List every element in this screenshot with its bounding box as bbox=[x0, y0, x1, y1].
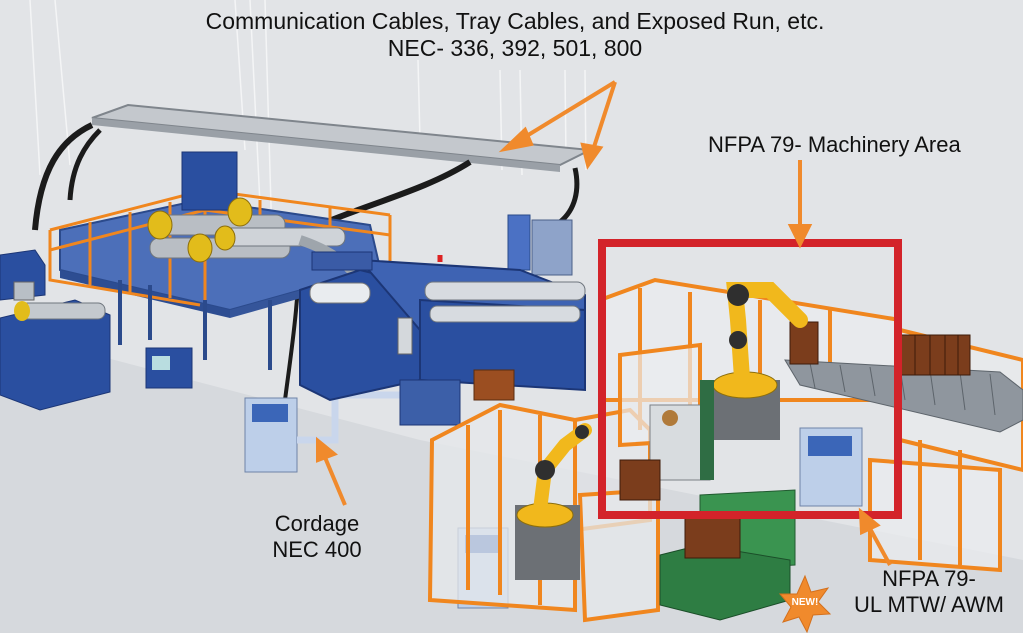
cable-types-callout: Communication Cables, Tray Cables, and E… bbox=[120, 8, 910, 62]
control-panels bbox=[145, 214, 863, 609]
cable-types-line2: NEC- 336, 392, 501, 800 bbox=[387, 35, 643, 62]
green-machine bbox=[659, 489, 796, 621]
new-badge-text: NEW! bbox=[791, 597, 819, 608]
ul-line1: NFPA 79- bbox=[882, 566, 976, 591]
ul-callout: NFPA 79- UL MTW/ AWM bbox=[836, 566, 1022, 618]
inner-machine bbox=[619, 380, 714, 501]
left-machine bbox=[0, 249, 111, 411]
ul-line2: UL MTW/ AWM bbox=[854, 591, 1004, 617]
cordage-callout: Cordage NEC 400 bbox=[262, 511, 372, 563]
cordage-line2: NEC 400 bbox=[272, 536, 362, 562]
cable-types-line1: Communication Cables, Tray Cables, and E… bbox=[205, 8, 825, 34]
robot-right bbox=[710, 282, 808, 440]
central-machine bbox=[299, 251, 586, 426]
callout-arrows bbox=[316, 80, 892, 566]
new-star-icon bbox=[778, 574, 832, 633]
machinery-area-callout: NFPA 79- Machinery Area bbox=[708, 132, 961, 157]
machinery-area-highlight bbox=[598, 239, 902, 519]
conveyor bbox=[784, 321, 1023, 433]
robot-left bbox=[515, 423, 592, 580]
cordage-line1: Cordage bbox=[274, 511, 360, 536]
new-badge: NEW! bbox=[778, 578, 832, 632]
